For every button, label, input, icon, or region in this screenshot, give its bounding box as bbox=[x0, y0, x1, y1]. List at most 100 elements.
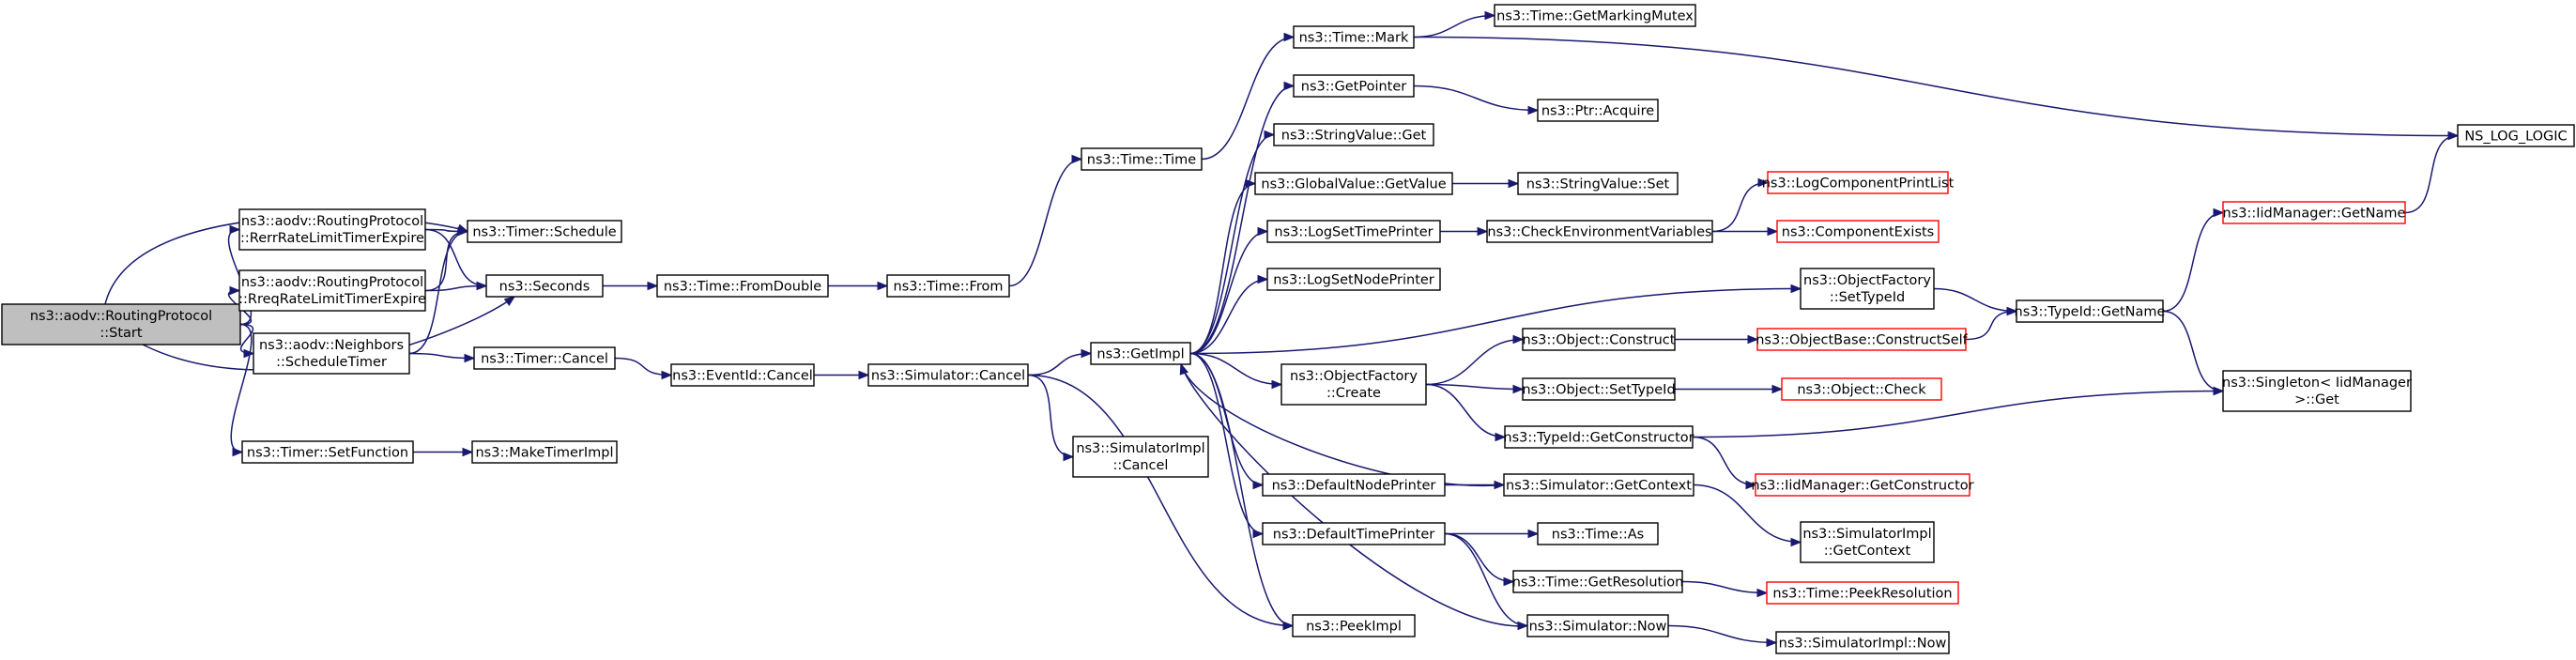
edge-simnow-to-getimpl bbox=[1179, 362, 1528, 627]
edge-simgetcontext-to-simimplgetcontext bbox=[1693, 483, 1802, 547]
node-globalvalueget[interactable]: ns3::GlobalValue::GetValue bbox=[1254, 172, 1453, 195]
node-stringvalueset[interactable]: ns3::StringValue::Set bbox=[1517, 172, 1679, 195]
node-label: ns3::MakeTimerImpl bbox=[475, 446, 613, 461]
edge-getresolution-to-peekresolution bbox=[1681, 580, 1769, 598]
node-label: ns3::SimulatorImpl bbox=[1802, 527, 1931, 542]
node-box bbox=[2016, 299, 2164, 323]
edge-objsettypeid-to-objcheck bbox=[1675, 384, 1784, 394]
node-rerr[interactable]: ns3::aodv::RoutingProtocol::RerrRateLimi… bbox=[238, 208, 426, 251]
node-setfunction[interactable]: ns3::Timer::SetFunction bbox=[241, 440, 414, 464]
node-label: ::RreqRateLimitTimerExpire bbox=[238, 292, 426, 307]
node-stringvalueget[interactable]: ns3::StringValue::Get bbox=[1273, 123, 1434, 146]
call-graph-nodes: ns3::aodv::RoutingProtocol::Startns3::ao… bbox=[1, 4, 2575, 654]
node-label: ns3::Simulator::GetContext bbox=[1506, 479, 1692, 494]
node-label: ns3::Timer::Schedule bbox=[472, 225, 616, 240]
node-schedule[interactable]: ns3::Timer::Schedule bbox=[467, 220, 622, 243]
node-label: NS_LOG_LOGIC bbox=[2464, 130, 2567, 145]
edge-simnow-to-simimplnow bbox=[1667, 624, 1778, 648]
node-label: ns3::StringValue::Get bbox=[1281, 129, 1427, 144]
node-checkenv[interactable]: ns3::CheckEnvironmentVariables bbox=[1486, 220, 1713, 243]
node-label: ns3::StringValue::Set bbox=[1526, 177, 1670, 192]
node-label: ns3::Object::Check bbox=[1797, 383, 1926, 398]
node-logcompprintlist[interactable]: ns3::LogComponentPrintList bbox=[1762, 171, 1955, 194]
node-seconds[interactable]: ns3::Seconds bbox=[485, 274, 604, 298]
node-box bbox=[2222, 201, 2406, 224]
edge-timefrom-to-timetime bbox=[1008, 154, 1083, 287]
node-singletonget[interactable]: ns3::Singleton< IidManager >::Get bbox=[2222, 370, 2412, 412]
node-typeidgetctor[interactable]: ns3::TypeId::GetConstructor bbox=[1503, 425, 1694, 449]
node-box bbox=[467, 220, 622, 243]
edge-getimpl-to-objfactsettypeid bbox=[1189, 284, 1802, 355]
node-defaulttimeprinter[interactable]: ns3::DefaultTimePrinter bbox=[1262, 522, 1446, 545]
node-label: ::RerrRateLimitTimerExpire bbox=[240, 231, 424, 246]
node-label: ns3::EventId::Cancel bbox=[672, 369, 813, 384]
node-objconstruct[interactable]: ns3::Object::Construct bbox=[1522, 328, 1676, 351]
node-objcheck[interactable]: ns3::Object::Check bbox=[1781, 377, 1942, 401]
edge-getimpl-to-globalvalueget bbox=[1189, 178, 1257, 355]
node-label: ns3::IidManager::GetConstructor bbox=[1751, 479, 1973, 494]
node-timemark[interactable]: ns3::Time::Mark bbox=[1293, 25, 1415, 49]
node-fromdouble[interactable]: ns3::Time::FromDouble bbox=[656, 274, 829, 298]
node-timeas[interactable]: ns3::Time::As bbox=[1537, 522, 1659, 545]
node-timefrom[interactable]: ns3::Time::From bbox=[886, 274, 1010, 298]
node-box bbox=[1266, 220, 1441, 243]
node-objbaseconstructself[interactable]: ns3::ObjectBase::ConstructSelf bbox=[1756, 328, 1969, 351]
node-rreq[interactable]: ns3::aodv::RoutingProtocol::RreqRateLimi… bbox=[238, 269, 426, 312]
node-typeidgetname[interactable]: ns3::TypeId::GetName bbox=[2015, 299, 2166, 323]
node-label: ns3::aodv::RoutingProtocol bbox=[241, 275, 423, 290]
edge-simcancel-to-simimplcancel bbox=[1027, 374, 1075, 462]
node-simcancel[interactable]: ns3::Simulator::Cancel bbox=[867, 363, 1029, 387]
edge-simcancel-to-peekimpl bbox=[1027, 374, 1295, 631]
node-logsettimeprinter[interactable]: ns3::LogSetTimePrinter bbox=[1266, 220, 1441, 243]
node-logsetnodeprinter[interactable]: ns3::LogSetNodePrinter bbox=[1266, 268, 1441, 291]
node-iidgetname[interactable]: ns3::IidManager::GetName bbox=[2222, 201, 2406, 224]
node-getpointer[interactable]: ns3::GetPointer bbox=[1293, 74, 1415, 98]
node-label: ns3::TypeId::GetName bbox=[2015, 305, 2166, 320]
node-box bbox=[1280, 363, 1427, 406]
edge-objfactsettypeid-to-typeidgetname bbox=[1933, 287, 2018, 316]
node-simimplgetcontext[interactable]: ns3::SimulatorImpl::GetContext bbox=[1800, 521, 1935, 563]
node-getimpl[interactable]: ns3::GetImpl bbox=[1090, 342, 1191, 365]
node-box bbox=[1494, 4, 1696, 27]
node-eventidcancel[interactable]: ns3::EventId::Cancel bbox=[670, 363, 815, 387]
node-objfactcreate[interactable]: ns3::ObjectFactory::Create bbox=[1280, 363, 1427, 406]
edge-timemark-to-getmarkingmutex bbox=[1413, 10, 1496, 38]
node-simnow[interactable]: ns3::Simulator::Now bbox=[1526, 614, 1669, 637]
node-box bbox=[1517, 172, 1679, 195]
call-graph-edges bbox=[104, 10, 2460, 648]
node-label: ns3::DefaultNodePrinter bbox=[1272, 479, 1436, 494]
node-compexists[interactable]: ns3::ComponentExists bbox=[1776, 220, 1940, 243]
node-iidgetctor[interactable]: ns3::IidManager::GetConstructor bbox=[1751, 473, 1974, 497]
node-simgetcontext[interactable]: ns3::Simulator::GetContext bbox=[1503, 473, 1694, 497]
node-label: ::SetTypeId bbox=[1830, 290, 1905, 305]
node-box bbox=[1254, 172, 1453, 195]
node-objsettypeid[interactable]: ns3::Object::SetTypeId bbox=[1522, 377, 1676, 401]
node-neighbors[interactable]: ns3::aodv::Neighbors::ScheduleTimer bbox=[253, 332, 410, 375]
node-label: ns3::TypeId::GetConstructor bbox=[1503, 431, 1694, 446]
node-timetime[interactable]: ns3::Time::Time bbox=[1081, 147, 1203, 171]
node-label: ns3::aodv::Neighbors bbox=[259, 338, 404, 353]
node-objfactsettypeid[interactable]: ns3::ObjectFactory::SetTypeId bbox=[1800, 268, 1935, 310]
node-simimplcancel[interactable]: ns3::SimulatorImpl::Cancel bbox=[1072, 436, 1209, 478]
node-box bbox=[471, 440, 618, 464]
node-box bbox=[1262, 522, 1446, 545]
node-label: ns3::LogSetNodePrinter bbox=[1273, 273, 1434, 288]
node-ptracquire[interactable]: ns3::Ptr::Acquire bbox=[1537, 99, 1659, 122]
node-simimplnow[interactable]: ns3::SimulatorImpl::Now bbox=[1775, 631, 1950, 654]
node-maketimerimpl[interactable]: ns3::MakeTimerImpl bbox=[471, 440, 618, 464]
node-getmarkingmutex[interactable]: ns3::Time::GetMarkingMutex bbox=[1494, 4, 1696, 27]
node-box bbox=[1262, 473, 1446, 497]
node-label: ns3::Time::GetResolution bbox=[1512, 576, 1684, 591]
node-box bbox=[1522, 328, 1676, 351]
node-peekresolution[interactable]: ns3::Time::PeekResolution bbox=[1766, 581, 1959, 605]
node-label: ::Start bbox=[100, 326, 143, 341]
node-nsloglogic[interactable]: NS_LOG_LOGIC bbox=[2457, 124, 2575, 147]
edge-neighbors-to-timercancel bbox=[408, 352, 476, 363]
node-defaultnodeprinter[interactable]: ns3::DefaultNodePrinter bbox=[1262, 473, 1446, 497]
node-start[interactable]: ns3::aodv::RoutingProtocol::Start bbox=[1, 303, 241, 345]
node-timercancel[interactable]: ns3::Timer::Cancel bbox=[473, 346, 616, 370]
node-getresolution[interactable]: ns3::Time::GetResolution bbox=[1512, 570, 1684, 593]
edge-typeidgetctor-to-singletonget bbox=[1692, 386, 2225, 438]
node-peekimpl[interactable]: ns3::PeekImpl bbox=[1292, 614, 1416, 637]
node-box bbox=[1081, 147, 1203, 171]
